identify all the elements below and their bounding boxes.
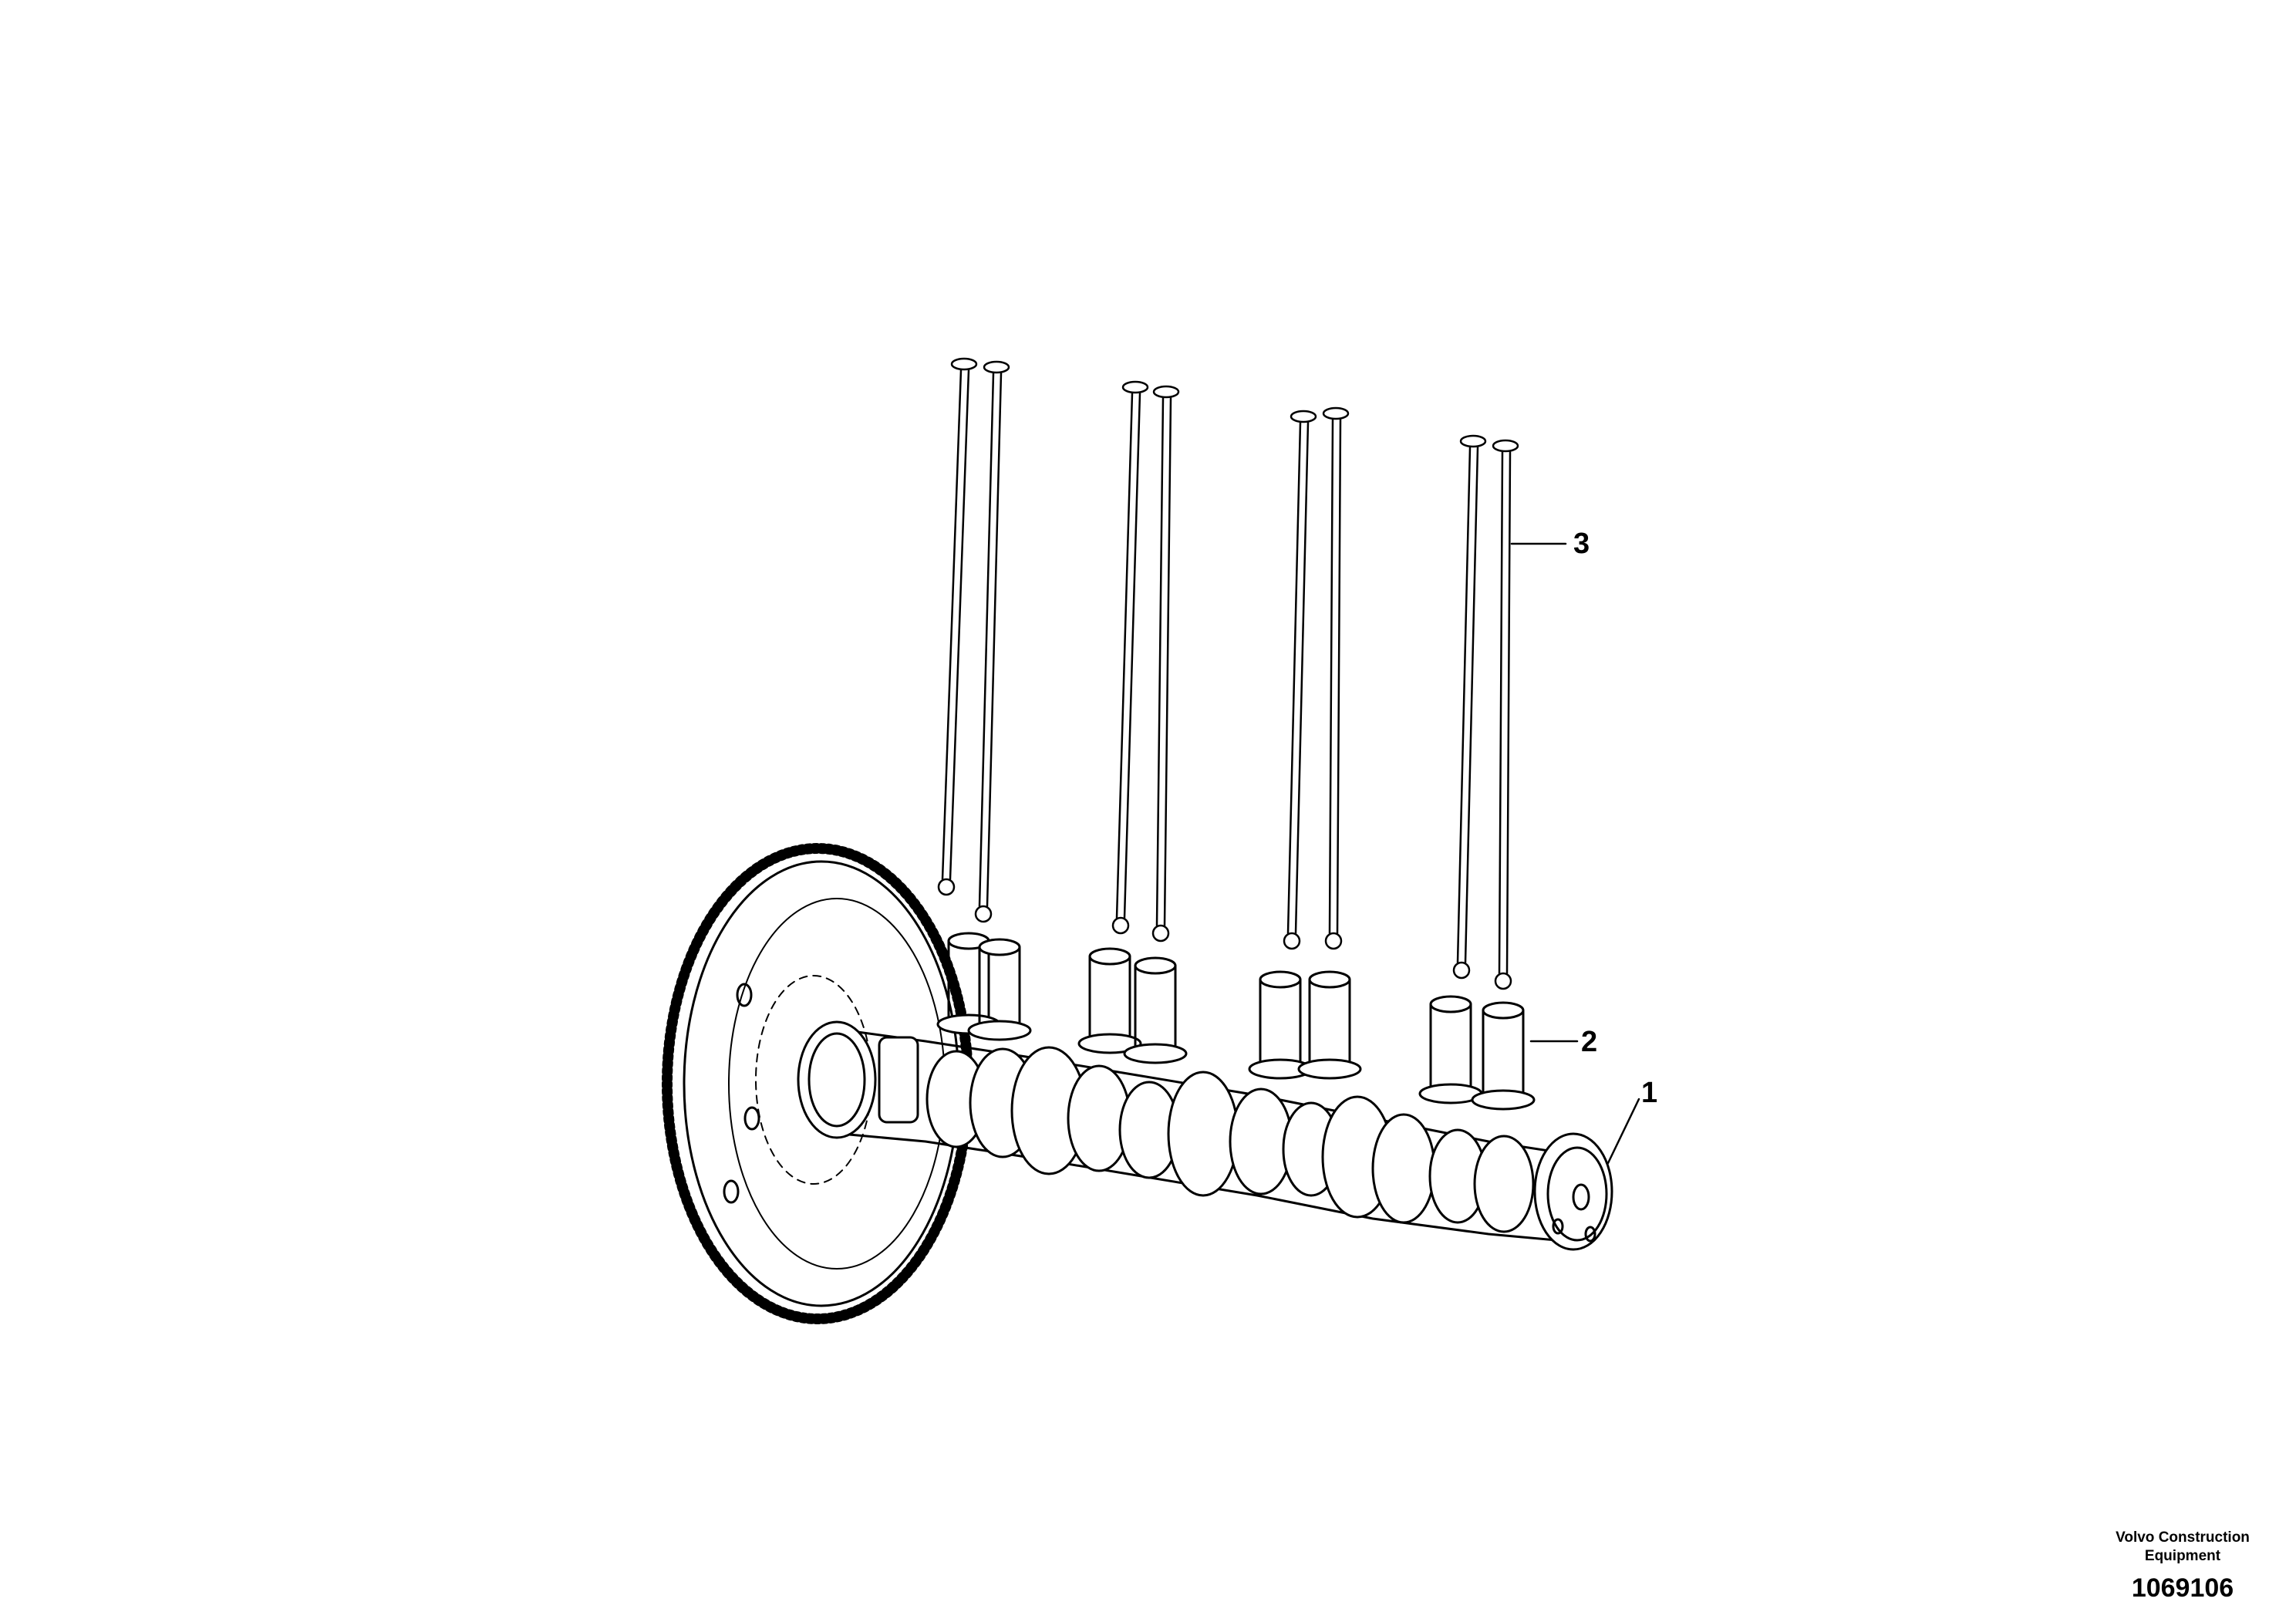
camshaft-rear-face xyxy=(1546,1146,1608,1242)
leader-lines xyxy=(1510,542,1640,1165)
gear-hole xyxy=(743,1106,760,1131)
push-rod xyxy=(1283,410,1317,950)
camshaft-rear-hole xyxy=(1552,1218,1564,1235)
cam-lobes xyxy=(925,1046,1535,1233)
callout-part-2: 2 xyxy=(1581,1026,1598,1058)
leader-line-1 xyxy=(1607,1098,1640,1165)
push-rod xyxy=(937,357,978,896)
gear-hole xyxy=(723,1179,740,1204)
tappet xyxy=(1248,970,1313,1080)
thrust-plate xyxy=(878,1036,919,1124)
tappet xyxy=(1123,956,1188,1064)
camshaft-front-journal xyxy=(797,1020,877,1139)
tappet xyxy=(1297,970,1362,1080)
camshaft-front-journal-inner xyxy=(807,1032,866,1128)
push-rod xyxy=(1452,434,1487,980)
callout-part-1: 1 xyxy=(1641,1077,1658,1109)
valve-tappets xyxy=(936,932,1536,1111)
push-rod xyxy=(1151,385,1180,943)
gear-hole xyxy=(736,983,753,1007)
camshaft-center-bore xyxy=(1572,1183,1590,1211)
drawing-number: 1069106 xyxy=(2131,1573,2234,1603)
push-rod xyxy=(1322,406,1350,950)
manufacturer-line-2: Equipment xyxy=(2144,1548,2221,1564)
manufacturer-line-1: Volvo Construction xyxy=(2116,1529,2250,1546)
tappet xyxy=(1471,1001,1536,1111)
push-rod xyxy=(1492,439,1519,990)
camshaft xyxy=(797,1020,1613,1251)
camshaft-rear-hole xyxy=(1584,1226,1596,1243)
manufacturer-label: Volvo Construction Equipment xyxy=(2090,1529,2275,1566)
tappet xyxy=(1077,947,1142,1054)
push-rods xyxy=(937,357,1519,990)
callout-part-3: 3 xyxy=(1573,528,1590,560)
tappet xyxy=(967,938,1032,1041)
push-rod xyxy=(974,360,1010,923)
push-rod xyxy=(1111,380,1149,935)
tappet xyxy=(1418,995,1483,1104)
